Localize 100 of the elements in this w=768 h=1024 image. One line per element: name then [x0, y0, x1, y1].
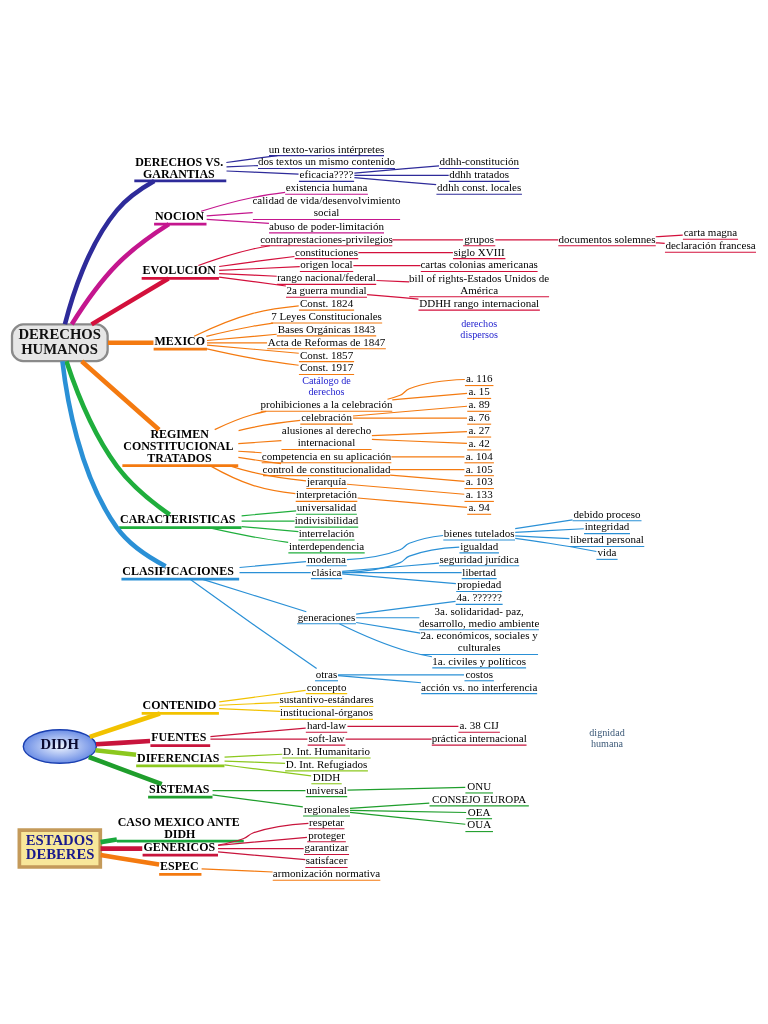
node-text: competencia en su aplicación	[261, 449, 392, 462]
connector	[366, 294, 420, 300]
connector	[217, 836, 308, 846]
node-text: 3a. solidaridad- paz, desarrollo, medio ambiente	[419, 604, 540, 629]
node-text: D. Int. Humanitario	[283, 744, 370, 757]
connector	[238, 419, 301, 432]
connector	[355, 617, 420, 619]
node-text: costos	[465, 667, 493, 680]
node-text: interpretación	[295, 488, 358, 501]
node-text: dos textos un mismo contenido	[257, 155, 396, 168]
node-text: indivisibilidad	[294, 514, 359, 527]
connector	[218, 708, 281, 712]
connector	[391, 239, 464, 241]
connector	[386, 378, 466, 400]
connector	[655, 234, 684, 238]
node-text: respetar	[309, 815, 344, 828]
node-text: integridad	[584, 520, 630, 533]
node-text: otras	[315, 667, 338, 680]
connector	[375, 279, 410, 283]
node-text: satisfacer	[305, 854, 348, 867]
connector	[62, 179, 156, 325]
connector	[337, 675, 422, 684]
node-text: declaración francesa	[665, 239, 756, 252]
connector	[218, 255, 296, 268]
label: Catálogo de derechos	[302, 374, 351, 398]
node-text: CASO MEXICO ANTE DIDH	[117, 814, 240, 841]
connector	[514, 519, 574, 530]
node-text: armonización normativa	[272, 867, 381, 880]
node-text: alusiones al derecho internacional	[281, 424, 372, 449]
connector	[371, 430, 468, 437]
node-text: OUA	[467, 818, 492, 831]
connector	[346, 725, 459, 727]
connector	[100, 846, 143, 851]
node-text: control de constitucionalidad	[262, 462, 391, 475]
node-box: ESTADOS DEBERES	[17, 828, 103, 869]
node-text: ddhh tratados	[449, 168, 510, 181]
node-text: práctica internacional	[431, 732, 527, 745]
connector	[100, 852, 160, 867]
connector	[341, 562, 440, 573]
node-text: celebración	[301, 411, 352, 424]
connector	[95, 738, 151, 747]
node-text: interdependencia	[288, 539, 365, 552]
connector	[338, 623, 433, 658]
connector	[206, 218, 270, 224]
connector	[217, 822, 309, 846]
node-text: universal	[306, 783, 347, 796]
node-text: seguridad jurídica	[439, 552, 519, 565]
connector	[514, 537, 598, 553]
connector	[353, 174, 450, 176]
node-text: DDHH rango internacional	[419, 297, 540, 310]
connector	[89, 711, 161, 740]
connector	[223, 764, 312, 777]
node-text: igualdad	[460, 539, 499, 552]
node-text: sustantivo-estándares	[279, 693, 374, 706]
node-text: moderna	[307, 552, 346, 565]
node-text: a. 89	[468, 398, 490, 411]
node-text: CARACTERISTICAS	[120, 512, 236, 527]
node-text: Const. 1824	[299, 297, 354, 310]
connector	[345, 738, 433, 740]
node-text: jerarquía	[306, 475, 347, 488]
connector	[237, 450, 263, 454]
node-text: a. 116	[465, 372, 493, 385]
node-text: a. 104	[465, 449, 493, 462]
connector	[341, 572, 463, 574]
node-text: 7 Leyes Constitucionales	[271, 309, 382, 322]
node-text: 4a. ??????	[456, 591, 502, 604]
connector	[353, 177, 437, 186]
connector	[346, 786, 466, 791]
node-text: MEXICO	[154, 333, 205, 348]
connector	[100, 837, 118, 845]
node-box: DERECHOS HUMANOS	[10, 323, 109, 363]
node-text: universalidad	[296, 501, 357, 514]
connector	[197, 245, 271, 267]
node-text: Acta de Reformas de 1847	[267, 335, 386, 348]
connector	[337, 674, 465, 676]
connector	[353, 165, 440, 174]
connector	[349, 811, 466, 825]
connector	[391, 392, 468, 401]
node-text: cartas colonias americanas	[420, 258, 538, 271]
connector	[241, 510, 297, 517]
node-text: GENERICOS	[143, 839, 216, 854]
node-text: origen local	[300, 258, 353, 271]
connector	[655, 242, 666, 244]
connector	[90, 276, 170, 327]
node-text: proteger	[308, 828, 345, 841]
node-text: REGIMEN CONSTITUCIONAL TRATADOS	[123, 427, 234, 466]
connector	[225, 164, 259, 168]
node-text: Const. 1917	[299, 361, 354, 374]
node-text: bill of rights-Estados Unidos de América	[409, 271, 550, 296]
node-text: soft-law	[308, 732, 345, 745]
connector	[349, 809, 467, 814]
connector	[201, 578, 307, 613]
connector	[88, 754, 163, 787]
node-text: siglo XVIII	[453, 245, 505, 258]
connector	[201, 868, 274, 873]
node-text: constituciones	[295, 245, 359, 258]
node-text: concepto	[306, 680, 347, 693]
connector	[223, 753, 283, 758]
node-text: CLASIFICACIONES	[122, 563, 234, 578]
connector	[241, 526, 300, 533]
